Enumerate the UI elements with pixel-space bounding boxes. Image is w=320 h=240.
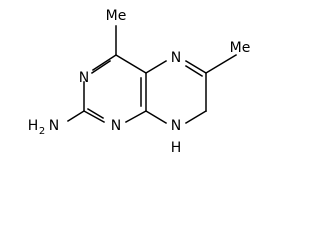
bond-c2-nh2	[66, 109, 86, 123]
amine-h-label: H	[28, 118, 39, 134]
bond-n1-c8a	[124, 109, 148, 124]
bond-c4a-c4	[114, 53, 148, 75]
n-left-label: N	[79, 70, 89, 86]
bond-n5-c6	[184, 59, 208, 75]
nh-h-label: H	[171, 140, 182, 156]
bond-c7-n8	[184, 109, 208, 125]
atom-labels: Me Me N N N N H H 2 N	[28, 8, 251, 156]
bond-n8-c8a	[144, 109, 168, 125]
bond-c4a-n5	[144, 59, 168, 75]
pteridine-structure: Me Me N N N N H H 2 N	[28, 8, 251, 156]
methyl-right-label: Me	[230, 40, 251, 56]
nh-n-label: N	[171, 118, 181, 134]
bond-c4-n3-double	[90, 59, 112, 75]
bond-c2-n1	[82, 109, 106, 124]
bond-c4-n3	[91, 53, 118, 72]
bond-methyl-right	[204, 53, 238, 75]
methyl-top-label: Me	[106, 8, 127, 24]
n-bottom-label: N	[111, 118, 121, 134]
amine-sub-label: 2	[39, 126, 45, 137]
bond-lines	[66, 25, 238, 125]
bond-n5-c6-double	[184, 64, 204, 78]
amine-n-label: N	[49, 118, 59, 134]
bond-c2-n1-double	[86, 107, 105, 120]
n-top-right-label: N	[171, 50, 181, 66]
